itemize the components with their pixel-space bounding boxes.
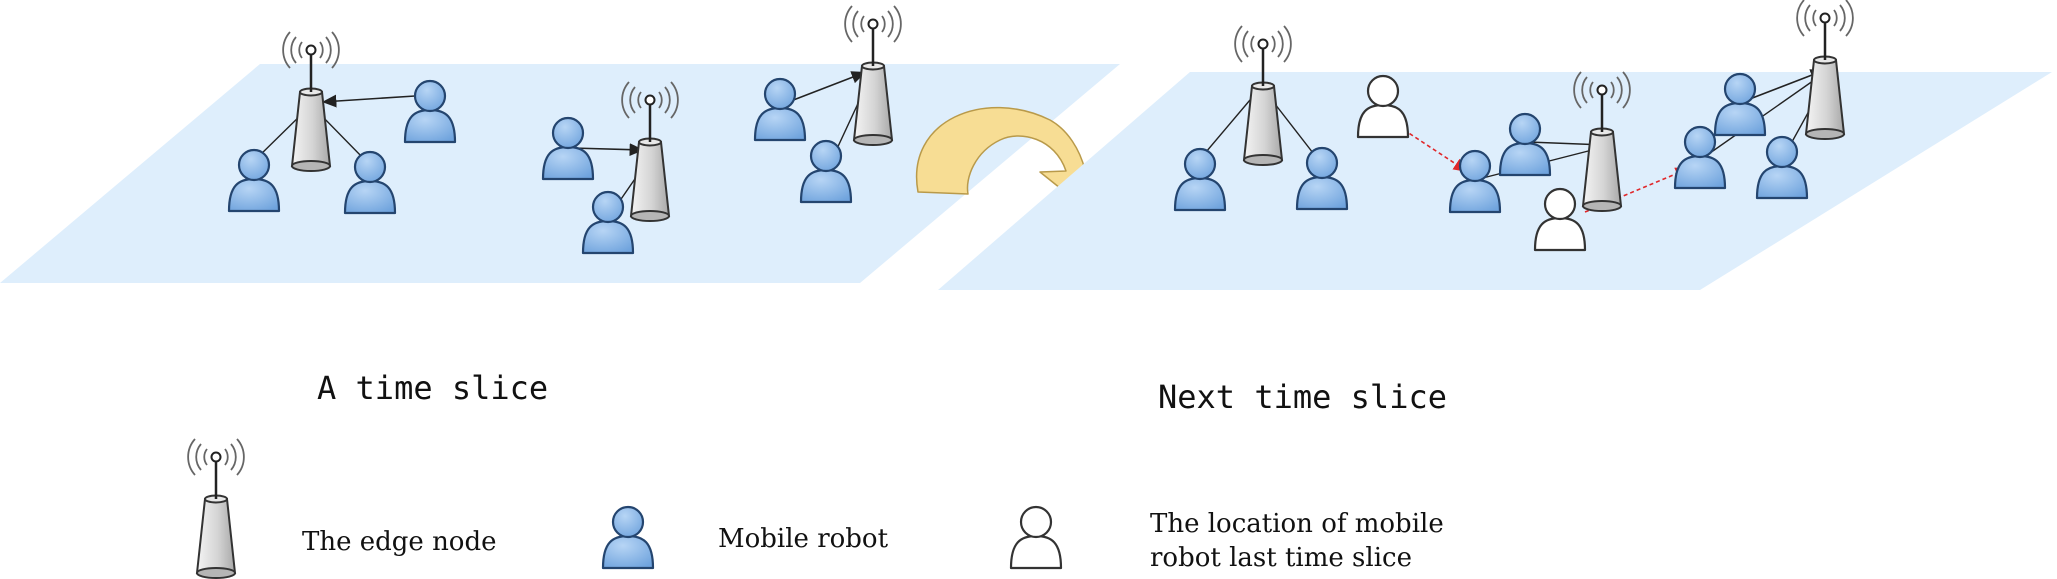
legend: The edge node Mobile robot The location …	[186, 437, 1444, 579]
legend-previous-location-label-line1: The location of mobile	[1150, 509, 1444, 539]
legend-mobile-robot-icon	[601, 505, 655, 570]
legend-previous-location-label-line2: robot last time slice	[1150, 543, 1412, 573]
caption-left: A time slice	[317, 369, 548, 407]
legend-previous-location-icon	[1009, 505, 1063, 570]
legend-edge-node-label: The edge node	[302, 527, 497, 557]
time-slice-plane-right	[938, 72, 2052, 290]
legend-edge-node-icon	[186, 437, 246, 579]
legend-mobile-robot-label: Mobile robot	[718, 524, 889, 554]
caption-right: Next time slice	[1158, 378, 1447, 416]
